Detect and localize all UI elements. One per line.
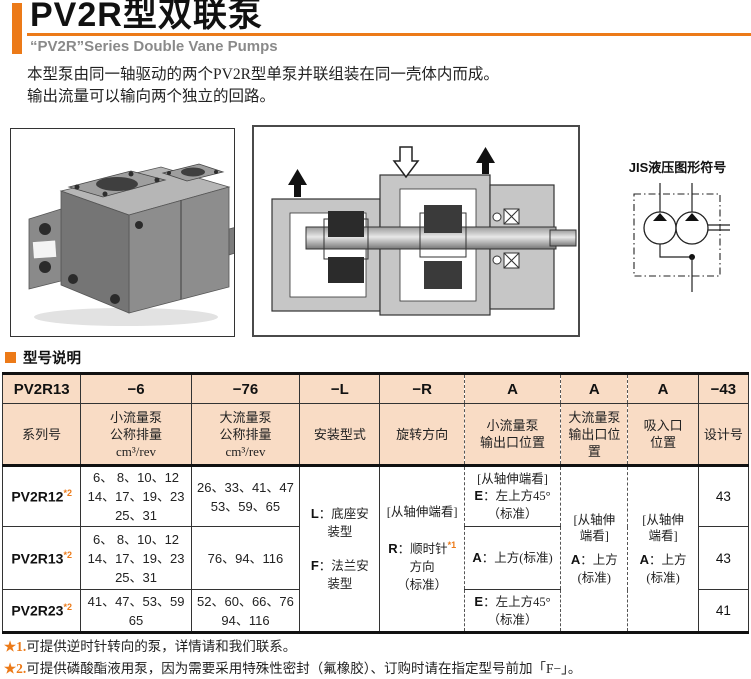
series-name: PV2R23*2 — [2, 589, 81, 633]
footnote-ref-2: *2 — [63, 549, 72, 560]
footnote-2-mark: ★2. — [4, 660, 27, 676]
small-outlet-cell: E：左上方45° （标准） — [463, 589, 561, 633]
col-header-small-disp: 小流量泵 公称排量 cm³/rev — [80, 403, 192, 467]
column-header-row: 系列号 小流量泵 公称排量 cm³/rev 大流量泵 公称排量 cm³/rev … — [2, 403, 749, 467]
intro-line-1: 本型泵由同一轴驱动的两个PV2R型单泵并联组装在同一壳体内而成。 — [27, 66, 499, 83]
jis-symbol-title: JIS液压图形符号 — [628, 160, 727, 175]
table-row-pv2r23: PV2R23*2 41、47、53、59 65 52、60、66、76 94、1… — [2, 589, 749, 633]
design-number: 41 — [697, 589, 749, 633]
suction-port-cell: [从轴伸 端看] A：上方 (标准) — [627, 465, 699, 633]
footnotes: ★1.可提供逆时针转向的泵，详情请和我们联系。 ★2.可提供磷酸酯液用泵，因为需… — [4, 636, 748, 679]
outlet-arrow-right — [476, 147, 495, 174]
col-header-small-outlet: 小流量泵 输出口位置 — [463, 403, 561, 467]
large-displacements: 52、60、66、76 94、116 — [190, 589, 300, 633]
large-outlet-cell: [从轴伸 端看] A：上方 (标准) — [560, 465, 628, 633]
small-outlet-cell: [从轴伸端看] E：左上方45° （标准） — [463, 465, 561, 527]
small-displacements: 6、 8、10、12 14、17、19、23 25、31 — [80, 526, 192, 590]
footnote-ref-2: *2 — [63, 488, 72, 499]
pump-photo — [10, 128, 248, 337]
model-code-small-outlet: A — [463, 373, 561, 404]
footnote-1-mark: ★1. — [4, 639, 27, 654]
rotation-direction-cell: [从轴伸端看] R：顺时针*1方向 （标准） — [379, 465, 465, 633]
model-code-rotation: −R — [379, 373, 465, 404]
footnote-ref-2: *2 — [63, 602, 72, 613]
section-bullet — [5, 352, 16, 363]
outlet-arrow-left — [288, 169, 307, 197]
accent-underline — [27, 33, 751, 36]
jis-hydraulic-symbol — [630, 178, 730, 296]
table-row-pv2r13: PV2R13*2 6、 8、10、12 14、17、19、23 25、31 76… — [2, 526, 749, 590]
accent-left-bar — [12, 3, 22, 54]
cross-section-figure — [252, 125, 580, 337]
series-name: PV2R12*2 — [2, 465, 81, 527]
footnote-2: ★2.可提供磷酸酯液用泵，因为需要采用特殊性密封（氟橡胶）、订购时请在指定型号前… — [4, 660, 582, 676]
col-header-suction: 吸入口 位置 — [627, 403, 699, 467]
mounting-type-cell: L：底座安 装型 F：法兰安 装型 — [299, 465, 380, 633]
large-displacements: 26、33、41、47 53、59、65 — [190, 465, 300, 527]
model-code-mounting: −L — [299, 373, 380, 404]
jis-symbol-drawing — [633, 183, 730, 292]
design-number: 43 — [697, 526, 749, 590]
inlet-arrow — [392, 146, 420, 179]
col-header-mounting: 安装型式 — [299, 403, 380, 467]
page-title: PV2R型双联泵 — [30, 0, 263, 34]
intro-line-2: 输出流量可以输向两个独立的回路。 — [27, 88, 276, 105]
col-header-rotation: 旋转方向 — [379, 403, 465, 467]
cross-section-drawing — [271, 146, 577, 316]
model-code-large-outlet: A — [560, 373, 628, 404]
intro-paragraph: 本型泵由同一轴驱动的两个PV2R型单泵并联组装在同一壳体内而成。 输出流量可以输… — [27, 64, 727, 108]
model-code-row: PV2R13 −6 −76 −L −R A A A −43 — [2, 373, 749, 404]
table-row-pv2r12: PV2R12*2 6、 8、10、12 14、17、19、23 25、31 26… — [2, 465, 749, 633]
model-code-design: −43 — [697, 373, 749, 404]
footnote-ref-1: *1 — [447, 539, 457, 550]
col-header-large-disp: 大流量泵 公称排量 cm³/rev — [190, 403, 300, 467]
pump-photo-illustration — [28, 163, 248, 326]
page-subtitle: “PV2R”Series Double Vane Pumps — [30, 38, 278, 55]
col-header-large-outlet: 大流量泵 输出口位置 — [560, 403, 628, 467]
model-designation-table: PV2R13 −6 −76 −L −R A A A −43 系列号 小流量泵 公… — [2, 372, 749, 634]
series-name: PV2R13*2 — [2, 526, 81, 590]
model-code-large-disp: −76 — [190, 373, 300, 404]
large-displacements: 76、94、116 — [190, 526, 300, 590]
small-displacements: 41、47、53、59 65 — [80, 589, 192, 633]
small-displacements: 6、 8、10、12 14、17、19、23 25、31 — [80, 465, 192, 527]
section-title: 型号说明 — [23, 351, 81, 367]
col-header-design: 设计号 — [697, 403, 749, 467]
col-header-series: 系列号 — [2, 403, 81, 467]
model-code-series: PV2R13 — [2, 373, 81, 404]
design-number: 43 — [697, 465, 749, 527]
model-code-small-disp: −6 — [80, 373, 192, 404]
small-outlet-cell: A：上方(标准) — [463, 526, 561, 590]
footnote-1: ★1.可提供逆时针转向的泵，详情请和我们联系。 — [4, 639, 297, 654]
model-code-suction: A — [627, 373, 699, 404]
